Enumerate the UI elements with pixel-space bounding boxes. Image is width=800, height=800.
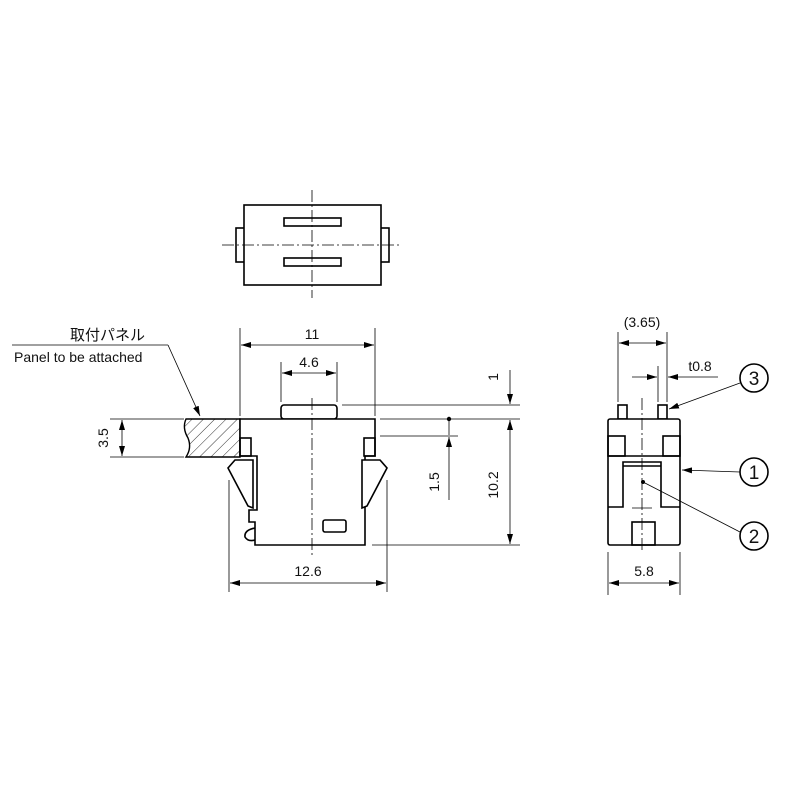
front-dimensions: 11 4.6 12.6 3.5 1 10.2 1.5	[95, 326, 520, 592]
dim-1-5: 1.5	[426, 472, 442, 492]
dim-5-8: 5.8	[634, 563, 654, 579]
front-view	[227, 398, 388, 555]
dim-3-5: 3.5	[95, 428, 111, 448]
dim-11: 11	[305, 326, 320, 342]
dim-t0-8: t0.8	[688, 358, 712, 374]
side-dimensions: (3.65) t0.8 5.8	[607, 314, 718, 595]
svg-text:3: 3	[749, 369, 760, 390]
callout-2	[739, 521, 769, 551]
panel-label-en: Panel to be attached	[14, 349, 142, 365]
svg-text:2: 2	[749, 527, 760, 548]
dim-12-6: 12.6	[294, 563, 321, 579]
panel-section: 取付パネル Panel to be attached	[12, 326, 241, 458]
side-view	[607, 398, 681, 552]
svg-text:1: 1	[749, 463, 760, 484]
callout-3	[739, 363, 769, 393]
callouts: 3 1 2	[641, 363, 769, 551]
dim-1: 1	[485, 373, 501, 381]
dim-10-2: 10.2	[485, 471, 501, 498]
dim-3-65: (3.65)	[624, 314, 661, 330]
top-view	[222, 190, 402, 298]
dim-4-6: 4.6	[299, 354, 319, 370]
panel-label-jp: 取付パネル	[70, 326, 145, 344]
